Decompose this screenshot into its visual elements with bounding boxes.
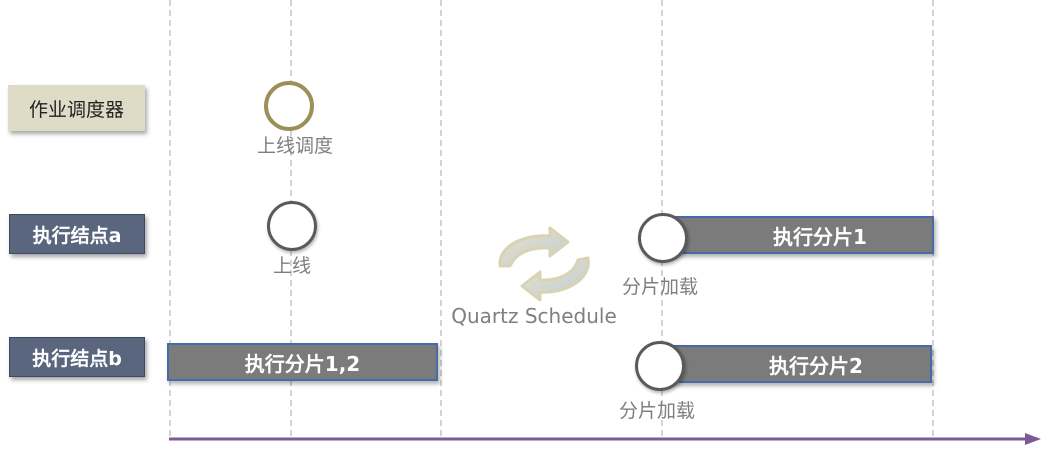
shard-bar-node-b: 执行分片2 (660, 345, 932, 383)
load-shard-event-circle-a (638, 213, 688, 263)
online-schedule-event-circle (264, 81, 314, 131)
shard-bar-node-b-initial: 执行分片1,2 (167, 343, 438, 381)
row-label-node-a: 执行结点a (9, 214, 145, 254)
shard-bar-node-a-label: 执行分片1 (773, 224, 867, 249)
shard-bar-node-a: 执行分片1 (666, 216, 934, 254)
load-shard-caption-a: 分片加载 (621, 276, 698, 298)
row-label-node-a-text: 执行结点a (32, 224, 122, 247)
quartz-schedule-caption: Quartz Schedule (451, 304, 617, 328)
load-shard-event-circle-b (635, 341, 685, 391)
timeline-gridline (169, 0, 171, 436)
online-schedule-caption: 上线调度 (256, 135, 333, 157)
shard-bar-node-b-initial-label: 执行分片1,2 (244, 351, 361, 376)
row-label-scheduler: 作业调度器 (8, 85, 145, 131)
load-shard-caption-b: 分片加载 (618, 400, 695, 422)
cycle-arrows-icon (498, 226, 590, 302)
timeline-gridline (440, 0, 442, 436)
row-label-node-b-text: 执行结点b (32, 347, 122, 370)
shard-bar-node-b-label: 执行分片2 (769, 353, 863, 378)
row-label-scheduler-text: 作业调度器 (28, 98, 124, 121)
row-label-node-b: 执行结点b (9, 337, 145, 377)
online-event-circle (267, 201, 317, 251)
time-axis-arrow (169, 433, 1041, 445)
online-caption: 上线 (272, 255, 311, 277)
